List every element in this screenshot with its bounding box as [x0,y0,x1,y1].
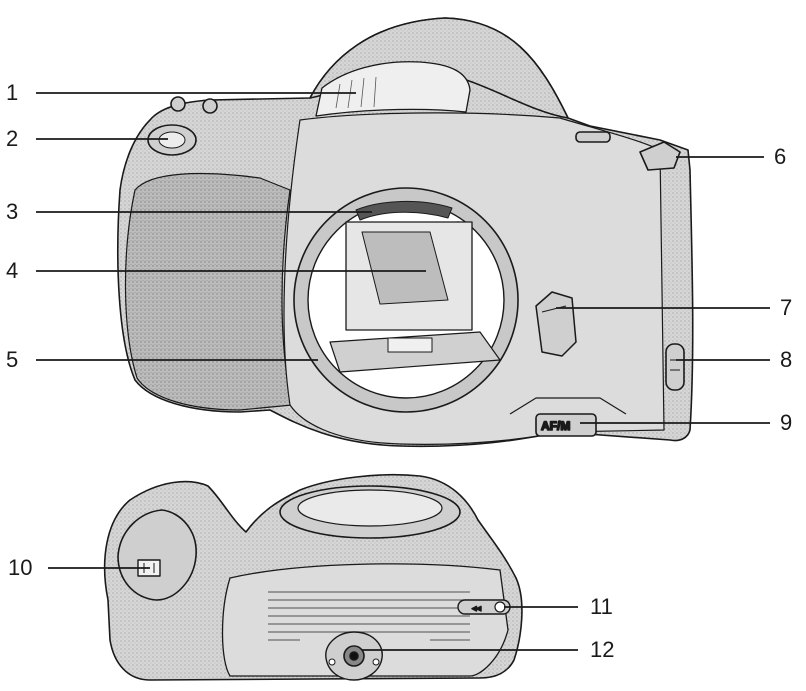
callout-2: 2 [6,126,19,151]
top-control-knob-2[interactable] [202,98,218,114]
callout-7: 7 [780,295,793,320]
battery-door[interactable] [117,509,197,601]
grip [124,172,293,411]
remote-terminal-cover[interactable] [665,343,685,391]
focus-mode-button[interactable] [535,413,597,437]
callout-12: 12 [590,637,615,662]
mount-contacts [355,201,453,221]
mode-switch[interactable] [575,131,611,143]
strap-lug [639,141,681,171]
callout-1: 1 [6,80,19,105]
mirror-shadow [361,231,449,305]
rewind-switch-label: ◂◂ [472,604,482,614]
flash-window [315,61,471,117]
flash-fresnel-lines [335,76,377,109]
callout-5: 5 [6,347,19,372]
callout-11: 11 [590,594,613,619]
lens-release-button[interactable] [535,291,577,357]
callout-3: 3 [6,199,19,224]
callout-6: 6 [774,144,787,169]
base-grille [268,591,470,641]
focus-mode-button-label: AF/M [541,419,570,433]
camera-front-view: AF/M [117,17,694,448]
callout-8: 8 [780,347,793,372]
top-control-knob[interactable] [170,96,186,112]
leader-lines [36,92,770,651]
camera-bottom-view: ◂◂ [103,474,523,681]
callout-9: 9 [780,410,793,435]
callout-4: 4 [6,258,19,283]
callout-10: 10 [8,555,33,580]
